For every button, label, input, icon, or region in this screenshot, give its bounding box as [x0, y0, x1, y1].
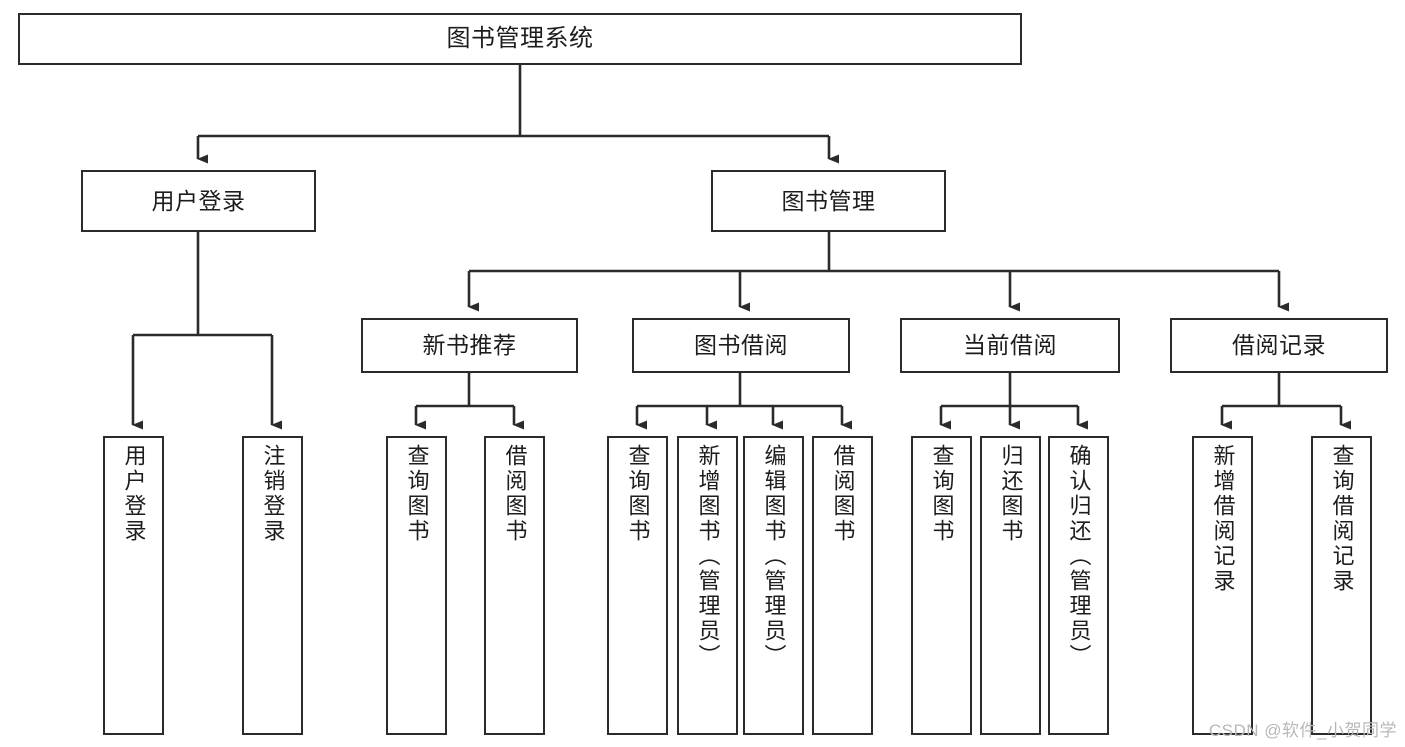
node-label: 图书借阅 — [694, 332, 788, 359]
node-leaf-edit-book-admin[interactable]: 编辑图书（管理员） — [743, 436, 804, 735]
node-label: 编辑图书（管理员） — [761, 444, 787, 669]
node-leaf-confirm-return-admin[interactable]: 确认归还（管理员） — [1048, 436, 1109, 735]
csdn-watermark: CSDN @软件_小贺同学 — [1208, 721, 1397, 740]
node-label: 查询图书 — [625, 444, 651, 544]
node-leaf-logout-login[interactable]: 注销登录 — [242, 436, 303, 735]
node-leaf-query-book-current[interactable]: 查询图书 — [911, 436, 972, 735]
node-current-borrow[interactable]: 当前借阅 — [900, 318, 1120, 373]
node-label: 查询借阅记录 — [1329, 444, 1355, 594]
node-label: 当前借阅 — [963, 332, 1057, 359]
node-label: 确认归还（管理员） — [1066, 444, 1092, 669]
node-label: 新书推荐 — [422, 332, 517, 359]
node-leaf-add-borrow-record[interactable]: 新增借阅记录 — [1192, 436, 1253, 735]
node-label: 借阅记录 — [1232, 332, 1326, 359]
node-label: 注销登录 — [260, 444, 286, 544]
node-leaf-user-login[interactable]: 用户登录 — [103, 436, 164, 735]
node-root-book-management-system[interactable]: 图书管理系统 — [18, 13, 1022, 65]
node-leaf-add-book-admin[interactable]: 新增图书（管理员） — [677, 436, 738, 735]
node-leaf-borrow-book-recommend[interactable]: 借阅图书 — [484, 436, 545, 735]
node-label: 用户登录 — [151, 187, 246, 214]
node-leaf-query-borrow-record[interactable]: 查询借阅记录 — [1311, 436, 1372, 735]
node-new-book-recommend[interactable]: 新书推荐 — [361, 318, 578, 373]
node-leaf-query-book-recommend[interactable]: 查询图书 — [386, 436, 447, 735]
node-user-login[interactable]: 用户登录 — [81, 170, 316, 232]
node-label: 用户登录 — [121, 444, 147, 544]
node-label: 查询图书 — [404, 444, 430, 544]
node-leaf-query-book-borrow[interactable]: 查询图书 — [607, 436, 668, 735]
node-leaf-return-book[interactable]: 归还图书 — [980, 436, 1041, 735]
node-label: 借阅图书 — [830, 444, 856, 544]
node-leaf-borrow-book[interactable]: 借阅图书 — [812, 436, 873, 735]
node-book-borrow[interactable]: 图书借阅 — [632, 318, 850, 373]
node-label: 查询图书 — [929, 444, 955, 544]
node-label: 新增借阅记录 — [1210, 444, 1236, 594]
node-label: 归还图书 — [998, 444, 1024, 544]
node-book-manage[interactable]: 图书管理 — [711, 170, 946, 232]
node-label: 图书管理系统 — [446, 25, 594, 53]
node-label: 新增图书（管理员） — [695, 444, 721, 669]
node-borrow-record[interactable]: 借阅记录 — [1170, 318, 1388, 373]
node-label: 图书管理 — [781, 187, 876, 214]
node-label: 借阅图书 — [502, 444, 528, 544]
